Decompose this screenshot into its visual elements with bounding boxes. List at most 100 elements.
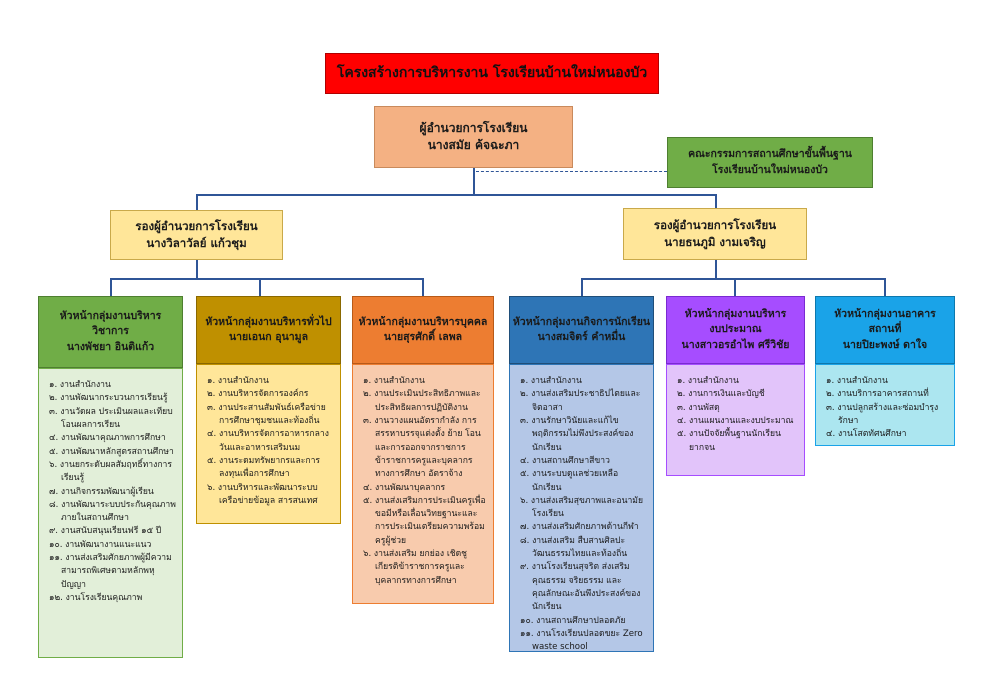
task-item: ๖. งานส่งเสริมสุขภาพและอนามัยโรงเรียน <box>520 495 643 520</box>
task-item: ๑. งานสำนักงาน <box>207 376 269 386</box>
task-item: ๖. งานบริหารและพัฒนาระบบเครือข่ายข้อมูล … <box>207 482 318 506</box>
task-item: ๑๑. งานโรงเรียนปลอดขยะ Zero waste school <box>520 628 643 653</box>
task-item: ๔. งานสถานศึกษาสีขาว <box>520 455 610 466</box>
connector-left-drop-2 <box>259 278 261 296</box>
task-item: ๕. งานปัจจัยพื้นฐานนักเรียนยากจน <box>677 429 781 453</box>
group-head-academic: หัวหน้ากลุ่มงานบริหาร วิชาการ นางพัชยา อ… <box>38 296 183 368</box>
group-head-line: นางสาวอรอำไพ ศรีวิชัย <box>681 338 790 351</box>
connector-right-down <box>715 260 717 278</box>
group-head-line: หัวหน้ากลุ่มงานกิจการนักเรียน <box>512 315 651 328</box>
connector-left-drop-1 <box>110 278 112 296</box>
connector-deputy-right-drop <box>715 194 717 208</box>
group-head-line: หัวหน้ากลุ่มงานบริหารทั่วไป <box>205 315 332 328</box>
task-item: ๒. งานบริหารจัดการองค์กร <box>207 389 309 400</box>
connector-right-bar <box>581 278 885 280</box>
group-head-line: นางพัชยา อินติแก้ว <box>66 340 155 353</box>
group-head-line: หัวหน้ากลุ่มงานบริหารบุคคล <box>358 315 488 328</box>
connector-deputy-left-drop <box>196 194 198 210</box>
deputy-role: รองผู้อำนวยการโรงเรียน <box>653 218 777 233</box>
task-item: ๑. งานสำนักงาน <box>49 380 111 390</box>
task-item: ๘. งานพัฒนาระบบประกันคุณภาพภายในสถานศึกษ… <box>49 499 176 524</box>
task-item: ๕. งานพัฒนาหลักสูตรสถานศึกษา <box>49 446 174 457</box>
task-item: ๕. งานระดมทรัพยากรและการลงทุนเพื่อการศึก… <box>207 455 321 480</box>
group-head-student: หัวหน้ากลุ่มงานกิจการนักเรียน นางสมจิตร์… <box>509 296 654 364</box>
task-item: ๓. งานรักษาวินัยและแก้ไขพฤติกรรมไม่พึงปร… <box>520 415 634 453</box>
group-head-building: หัวหน้ากลุ่มงานอาคาร สถานที่ นายปิยะพงษ์… <box>815 296 955 364</box>
group-head-line: นายเอนก อุนามูล <box>228 331 309 343</box>
group-head-line: หัวหน้ากลุ่มงานบริหาร <box>684 308 787 321</box>
task-item: ๓. งานประสานสัมพันธ์เครือข่ายการศึกษาชุม… <box>207 402 326 426</box>
group-head-line: นายปิยะพงษ์ ดาใจ <box>842 338 928 351</box>
task-item: ๙. งานสนับสนุนเรียนฟรี ๑๕ ปี <box>49 526 162 537</box>
committee-line-1: คณะกรรมการสถานศึกษาขั้นพื้นฐาน <box>688 148 852 161</box>
group-head-budget: หัวหน้ากลุ่มงานบริหาร งบประมาณ นางสาวอรอ… <box>666 296 805 364</box>
task-item: ๑๐. งานพัฒนางานแนะแนว <box>49 539 152 550</box>
chart-title: โครงสร้างการบริหารงาน โรงเรียนบ้านใหม่หน… <box>325 53 659 94</box>
task-item: ๓. งานปลูกสร้างและซ่อมบำรุงรักษา <box>826 402 939 426</box>
group-tasks-building: ๑. งานสำนักงาน ๒. งานบริการอาคารสถานที่ … <box>815 364 955 446</box>
task-item: ๕. งานระบบดูแลช่วยเหลือนักเรียน <box>520 469 619 493</box>
deputy-box-left: รองผู้อำนวยการโรงเรียน นางวิลาวัลย์ แก้ว… <box>110 210 283 260</box>
task-item: ๒. งานประเมินประสิทธิภาพและประสิทธิผลการ… <box>363 389 481 413</box>
group-head-personnel: หัวหน้ากลุ่มงานบริหารบุคคล นายสุรศักดิ์ … <box>352 296 494 364</box>
director-role: ผู้อำนวยการโรงเรียน <box>419 120 528 135</box>
group-head-line: สถานที่ <box>868 323 902 336</box>
group-tasks-general: ๑. งานสำนักงาน ๒. งานบริหารจัดการองค์กร … <box>196 364 341 524</box>
task-item: ๒. งานบริการอาคารสถานที่ <box>826 389 929 400</box>
deputy-name: นางวิลาวัลย์ แก้วชุม <box>146 236 247 250</box>
task-item: ๑. งานสำนักงาน <box>677 376 739 386</box>
task-item: ๒. งานพัฒนากระบวนการเรียนรู้ <box>49 393 168 404</box>
task-item: ๖. งานส่งเสริม ยกย่อง เชิดชูเกียรติข้ารา… <box>363 549 467 586</box>
group-head-line: นางสมจิตร์ คำหมื่น <box>537 331 626 343</box>
task-item: ๓. งานวางแผนอัตรากำลัง การสรรหาบรรจุแต่ง… <box>363 415 481 480</box>
connector-deputy-bar <box>196 194 716 196</box>
task-item: ๒. งานส่งเสริมประชาธิปไตยและจิตอาสา <box>520 389 641 413</box>
group-head-line: นายสุรศักดิ์ เลพล <box>383 331 463 343</box>
task-item: ๔. งานบริหารจัดการอาหารกลางวันและอาหารเส… <box>207 429 329 453</box>
task-item: ๔. งานพัฒนาบุคลากร <box>363 482 446 493</box>
connector-left-drop-3 <box>422 278 424 296</box>
task-item: ๑. งานสำนักงาน <box>363 376 425 386</box>
deputy-role: รองผู้อำนวยการโรงเรียน <box>135 219 258 234</box>
task-item: ๘. งานส่งเสริม สืบสานศิลปะวัฒนธรรมไทยและ… <box>520 535 628 560</box>
task-item: ๕. งานส่งเสริมการประเมินครูเพื่อขอมีหรือ… <box>363 495 486 546</box>
group-head-line: งบประมาณ <box>709 323 762 336</box>
task-item: ๔. งานโสตทัศนศึกษา <box>826 429 907 440</box>
committee-box: คณะกรรมการสถานศึกษาขั้นพื้นฐาน โรงเรียนบ… <box>667 137 873 188</box>
group-tasks-budget: ๑. งานสำนักงาน ๒. งานการเงินและบัญชี ๓. … <box>666 364 805 476</box>
task-item: ๔. งานพัฒนาคุณภาพการศึกษา <box>49 433 166 444</box>
task-item: ๑๐. งานสถานศึกษาปลอดภัย <box>520 615 626 626</box>
task-item: ๑. งานสำนักงาน <box>520 376 582 386</box>
task-item: ๑๑. งานส่งเสริมศักยภาพผู้มีความสามารถพิเ… <box>49 553 172 590</box>
deputy-name: นายธนภูมิ งามเจริญ <box>664 235 766 249</box>
director-box: ผู้อำนวยการโรงเรียน นางสมัย ค้จฉะภา <box>374 106 573 168</box>
task-item: ๗. งานกิจกรรมพัฒนาผู้เรียน <box>49 486 154 497</box>
task-item: ๖. งานยกระดับผลสัมฤทธิ์ทางการเรียนรู้ <box>49 459 172 484</box>
task-item: ๑๒. งานโรงเรียนคุณภาพ <box>49 593 143 603</box>
connector-left-down <box>196 260 198 278</box>
director-name: นางสมัย ค้จฉะภา <box>427 138 520 152</box>
task-item: ๓. งานพัสดุ <box>677 402 720 413</box>
connector-committee-dashed <box>476 171 667 172</box>
task-item: ๓. งานวัดผล ประเมินผลและเทียบโอนผลการเรี… <box>49 406 173 430</box>
connector-right-drop-1 <box>581 278 583 296</box>
deputy-box-right: รองผู้อำนวยการโรงเรียน นายธนภูมิ งามเจริ… <box>623 208 807 260</box>
task-item: ๗. งานส่งเสริมศักยภาพด้านกีฬา <box>520 522 639 533</box>
task-item: ๒. งานการเงินและบัญชี <box>677 389 765 400</box>
committee-line-2: โรงเรียนบ้านใหม่หนองบัว <box>712 163 828 176</box>
connector-right-drop-3 <box>884 278 886 296</box>
group-tasks-student: ๑. งานสำนักงาน ๒. งานส่งเสริมประชาธิปไตย… <box>509 364 654 652</box>
task-item: ๔. งานแผนงานและงบประมาณ <box>677 415 794 426</box>
connector-director-down <box>473 168 475 194</box>
group-head-line: วิชาการ <box>92 325 129 338</box>
group-tasks-personnel: ๑. งานสำนักงาน ๒. งานประเมินประสิทธิภาพแ… <box>352 364 494 604</box>
group-tasks-academic: ๑. งานสำนักงาน ๒. งานพัฒนากระบวนการเรียน… <box>38 368 183 658</box>
group-head-line: หัวหน้ากลุ่มงานอาคาร <box>834 308 936 321</box>
group-head-line: หัวหน้ากลุ่มงานบริหาร <box>59 310 162 323</box>
connector-left-bar <box>110 278 423 280</box>
chart-title-text: โครงสร้างการบริหารงาน โรงเรียนบ้านใหม่หน… <box>336 65 648 82</box>
group-head-general: หัวหน้ากลุ่มงานบริหารทั่วไป นายเอนก อุนา… <box>196 296 341 364</box>
task-item: ๙. งานโรงเรียนสุจริต ส่งเสริมคุณธรรม จริ… <box>520 562 641 613</box>
task-item: ๑. งานสำนักงาน <box>826 376 888 386</box>
connector-right-drop-2 <box>734 278 736 296</box>
